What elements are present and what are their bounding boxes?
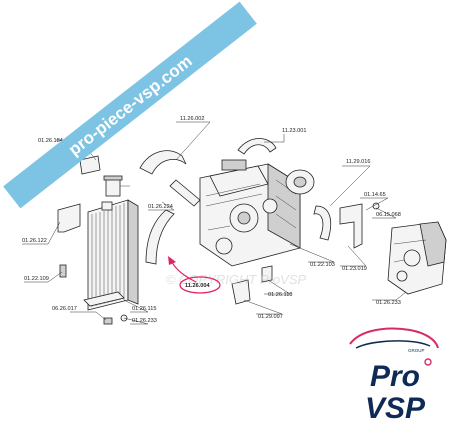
callout-label: 01.26.122	[22, 238, 47, 244]
radiator	[83, 199, 139, 311]
callout-label: 01.26.115	[132, 306, 156, 312]
highlight-circle	[179, 276, 221, 294]
logo-pro-text: Pro	[370, 360, 420, 393]
callout-label: 01.14.65	[364, 192, 386, 198]
highlight-arrow	[168, 256, 221, 294]
callout-label: 01.26.233	[132, 318, 157, 324]
logo-accent-icon	[424, 358, 432, 366]
callout-label: 01.26.184	[38, 138, 63, 144]
gearbox	[387, 221, 447, 295]
callout-label: 01.26.233	[376, 300, 401, 306]
radiator-clip	[103, 317, 113, 325]
callout-label: 06.15.068	[376, 212, 401, 218]
callout-label: 11.29.016	[346, 159, 370, 165]
engine-mount-pad	[261, 265, 273, 283]
filter-bracket	[79, 155, 101, 175]
leader-lines	[22, 121, 407, 325]
banner-text: pro-piece-vsp.com	[65, 51, 196, 159]
callout-label: 11.26.002	[180, 116, 204, 122]
logo-car-outline	[349, 327, 439, 349]
callout-label: 06.26.017	[52, 306, 77, 312]
callout-label: 01.22.103	[310, 262, 335, 268]
fuel-filter	[103, 175, 130, 197]
callout-label: 01.22.109	[24, 276, 49, 282]
mounting-bracket	[57, 203, 81, 233]
gearbox-bracket	[339, 203, 363, 249]
upper-hose	[139, 150, 201, 207]
callout-label: 01.23.019	[342, 266, 367, 272]
top-hose	[237, 138, 277, 155]
engine-mount	[231, 279, 251, 305]
callout-label-highlighted: 11.26.004	[185, 283, 210, 289]
provsp-logo: GROUP Pro VSP	[349, 327, 439, 425]
logo-vsp-text: VSP	[365, 392, 426, 425]
side-hose	[313, 205, 332, 241]
callout-label: 01.29.097	[258, 314, 283, 320]
callout-label: 11.23.001	[282, 128, 306, 134]
callout-label: 01.26.118	[268, 292, 292, 298]
temperature-sensor	[59, 264, 67, 278]
engine-block	[199, 159, 315, 267]
logo-group-text: GROUP	[408, 348, 425, 353]
callout-label: 01.26.224	[148, 204, 173, 210]
lower-hose	[145, 209, 175, 265]
copyright-watermark: © COPYRIGHT ProVSP	[166, 272, 307, 287]
